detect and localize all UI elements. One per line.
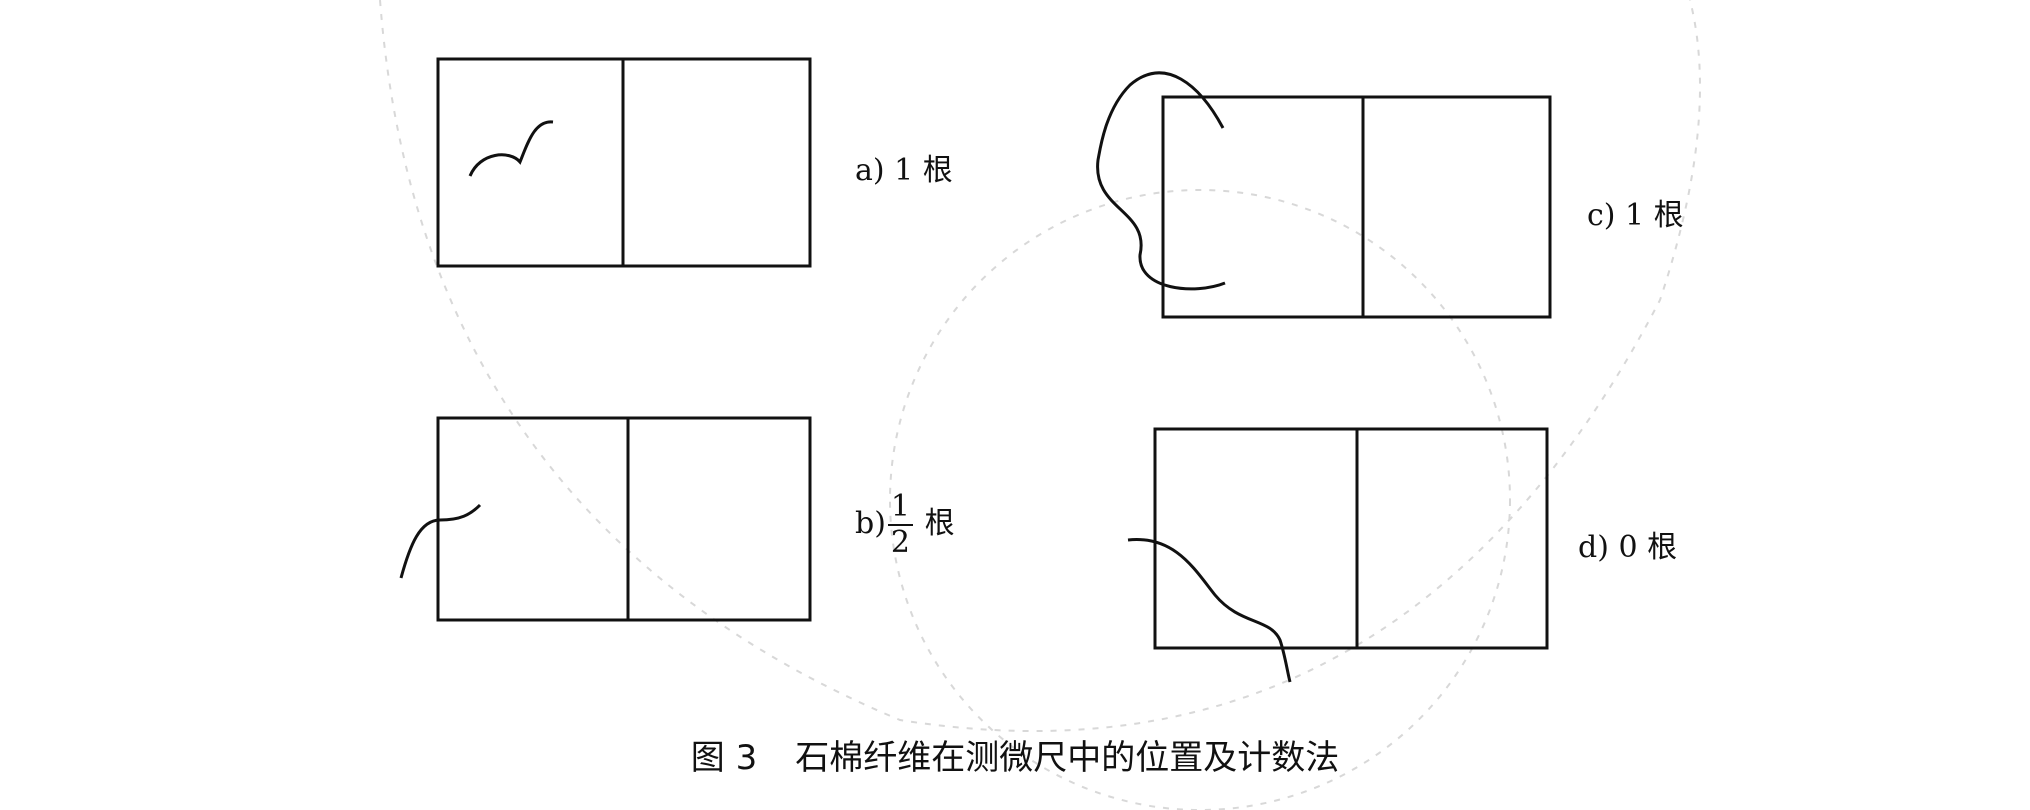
- panel-c-fiber: [1096, 71, 1226, 291]
- watermark-seal: [379, 0, 1701, 810]
- panel-b-box: [436, 416, 812, 622]
- panel-a: [436, 57, 812, 268]
- panel-b-suffix: 根: [924, 506, 955, 541]
- panel-b-numerator: 1: [887, 492, 914, 526]
- panel-c: [1096, 71, 1552, 319]
- panel-c-box: [1161, 95, 1552, 319]
- panel-d-box: [1153, 427, 1549, 650]
- figure-title: 石棉纤维在测微尺中的位置及计数法: [795, 738, 1340, 778]
- panel-b: [399, 416, 812, 622]
- figure-number: 图 3: [690, 738, 758, 778]
- panel-b-prefix: b): [855, 506, 886, 541]
- panel-a-label: a) 1 根: [855, 153, 953, 188]
- panel-b-fiber: [399, 503, 482, 579]
- panel-d: [1127, 427, 1549, 683]
- panel-c-label: c) 1 根: [1587, 198, 1684, 233]
- panel-a-fiber: [468, 120, 554, 177]
- figure-caption: 图 3 石棉纤维在测微尺中的位置及计数法: [0, 730, 2030, 779]
- panel-b-denominator: 2: [890, 525, 911, 560]
- panel-d-fiber: [1127, 538, 1292, 683]
- panel-d-label: d) 0 根: [1578, 530, 1678, 565]
